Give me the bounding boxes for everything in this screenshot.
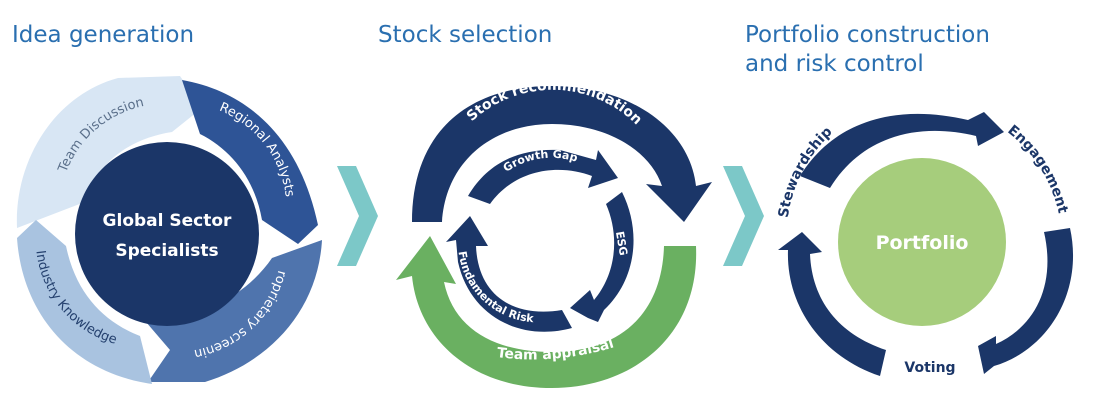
stock-recommendation-arrow: [412, 86, 712, 222]
segment-industry-knowledge: [17, 220, 152, 384]
esg-arrow: [570, 192, 634, 322]
idea-generation-title: Idea generation: [12, 22, 195, 48]
segment-team-discussion: [16, 76, 203, 228]
global-sector-specialists-circle: [75, 142, 259, 326]
stock-selection-title: Stock selection: [378, 22, 553, 48]
growth-gap-arrow: [468, 149, 618, 204]
stewardship-engagement-arrow: [800, 112, 1004, 188]
portfolio-title-line1: Portfolio construction: [745, 22, 990, 48]
center-label-line1: Global Sector: [103, 211, 233, 231]
team-appraisal-arrow: [396, 236, 697, 388]
stock-selection-cycle: Stock recommendation Team appraisal Grow…: [396, 78, 712, 388]
fundamental-risk-arrow: [446, 216, 572, 332]
label-engagement: Engagement: [1004, 122, 1070, 215]
label-portfolio: Portfolio: [876, 232, 969, 254]
center-label-line2: Specialists: [115, 241, 218, 261]
portfolio-cycle: Portfolio Stewardship Engagement Voting: [776, 112, 1074, 376]
segment-proprietary-screening: [146, 240, 322, 382]
portfolio-circle: [838, 158, 1006, 326]
chevron-right-icon: [337, 166, 378, 266]
engagement-voting-arrow: [978, 228, 1074, 374]
segment-regional-analysts: [182, 80, 318, 244]
portfolio-construction-title: Portfolio construction and risk control: [745, 21, 990, 79]
chevron-right-icon: [723, 166, 764, 266]
idea-generation-cycle: Global Sector Specialists Team Discussio…: [0, 0, 322, 384]
voting-stewardship-arrow: [778, 232, 886, 376]
label-esg: ESG: [613, 230, 630, 256]
portfolio-title-line2: and risk control: [745, 51, 924, 77]
label-voting: Voting: [904, 360, 955, 376]
